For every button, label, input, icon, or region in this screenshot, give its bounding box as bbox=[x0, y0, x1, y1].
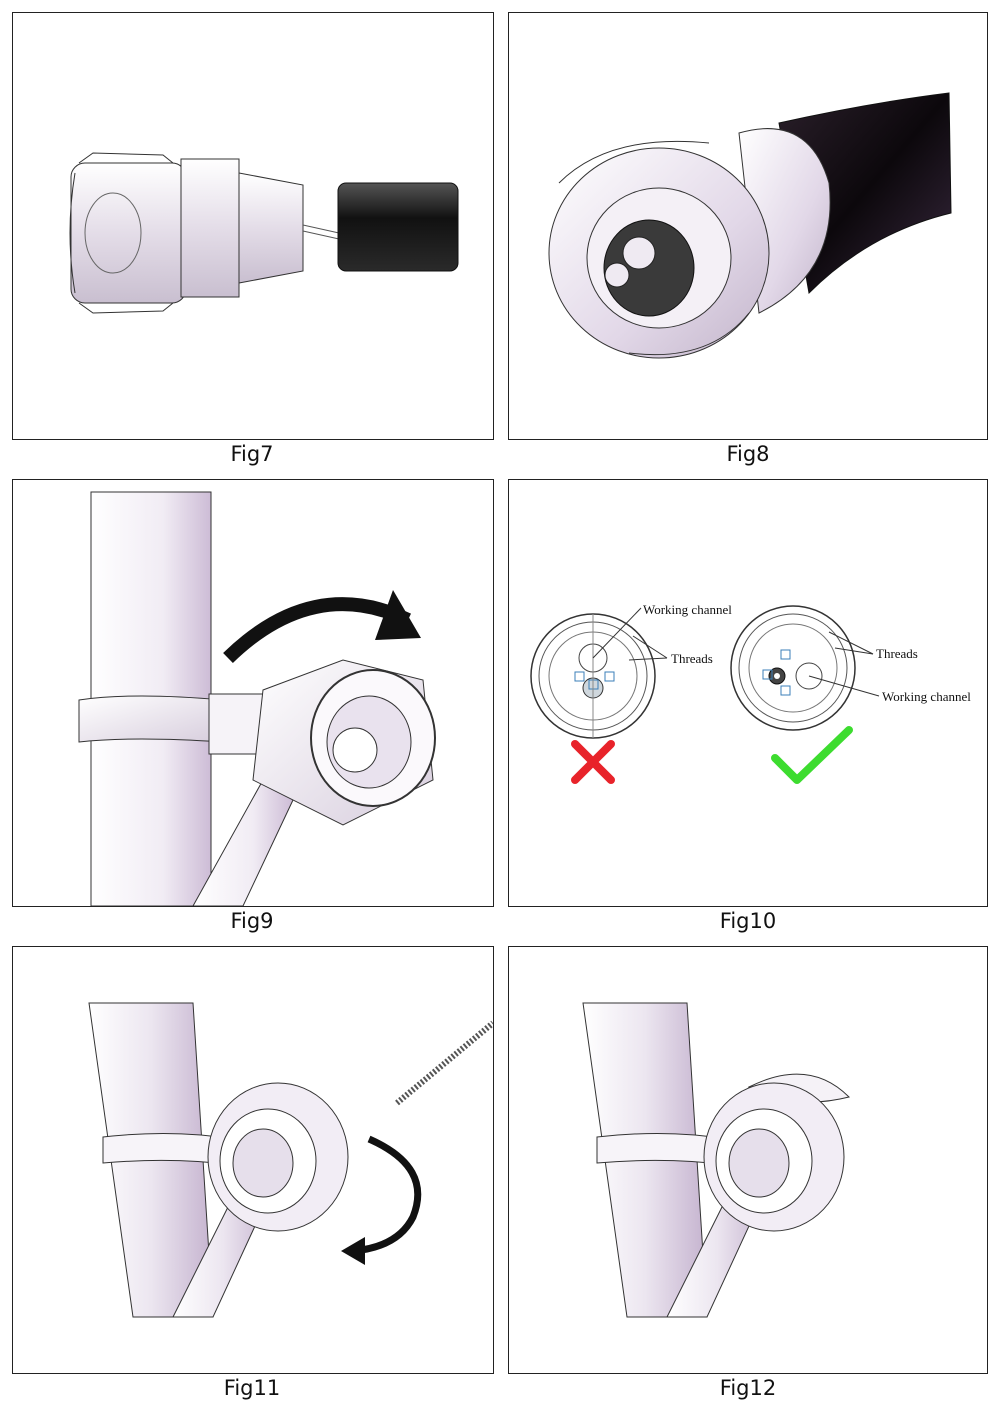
connector-secured-illustration bbox=[582, 1002, 850, 1318]
figure-11-caption: Fig11 bbox=[223, 1376, 281, 1400]
figure-7-panel bbox=[12, 12, 494, 440]
connector-front-view-illustration bbox=[548, 92, 952, 359]
figure-10-caption: Fig10 bbox=[719, 909, 777, 933]
rotate-arrow-icon bbox=[352, 1135, 422, 1255]
instrument-insertion-illustration bbox=[88, 1002, 493, 1318]
figure-10-panel: Working channel Threads Threads Working … bbox=[508, 479, 988, 907]
figure-11-panel bbox=[12, 946, 494, 1374]
figure-8-caption: Fig8 bbox=[726, 442, 770, 466]
label-working-channel-left: Working channel bbox=[643, 602, 732, 617]
figure-7-caption: Fig7 bbox=[230, 442, 274, 466]
channel-alignment-diagram: Working channel Threads Threads Working … bbox=[530, 602, 971, 784]
figure-12-caption: Fig12 bbox=[719, 1376, 777, 1400]
check-mark-icon bbox=[771, 726, 853, 784]
wrong-orientation-connector bbox=[530, 607, 668, 739]
figure-12-panel bbox=[508, 946, 988, 1374]
clamp-mount-illustration bbox=[78, 491, 436, 906]
connector-side-view-illustration bbox=[69, 152, 459, 314]
figure-8-panel bbox=[508, 12, 988, 440]
figure-9-panel bbox=[12, 479, 494, 907]
rotate-arrow-icon bbox=[223, 597, 411, 664]
correct-orientation-connector bbox=[730, 605, 880, 731]
label-threads-left: Threads bbox=[671, 651, 713, 666]
cross-mark-icon bbox=[571, 740, 615, 784]
label-threads-right: Threads bbox=[876, 646, 918, 661]
label-working-channel-right: Working channel bbox=[882, 689, 971, 704]
figure-9-caption: Fig9 bbox=[230, 909, 274, 933]
